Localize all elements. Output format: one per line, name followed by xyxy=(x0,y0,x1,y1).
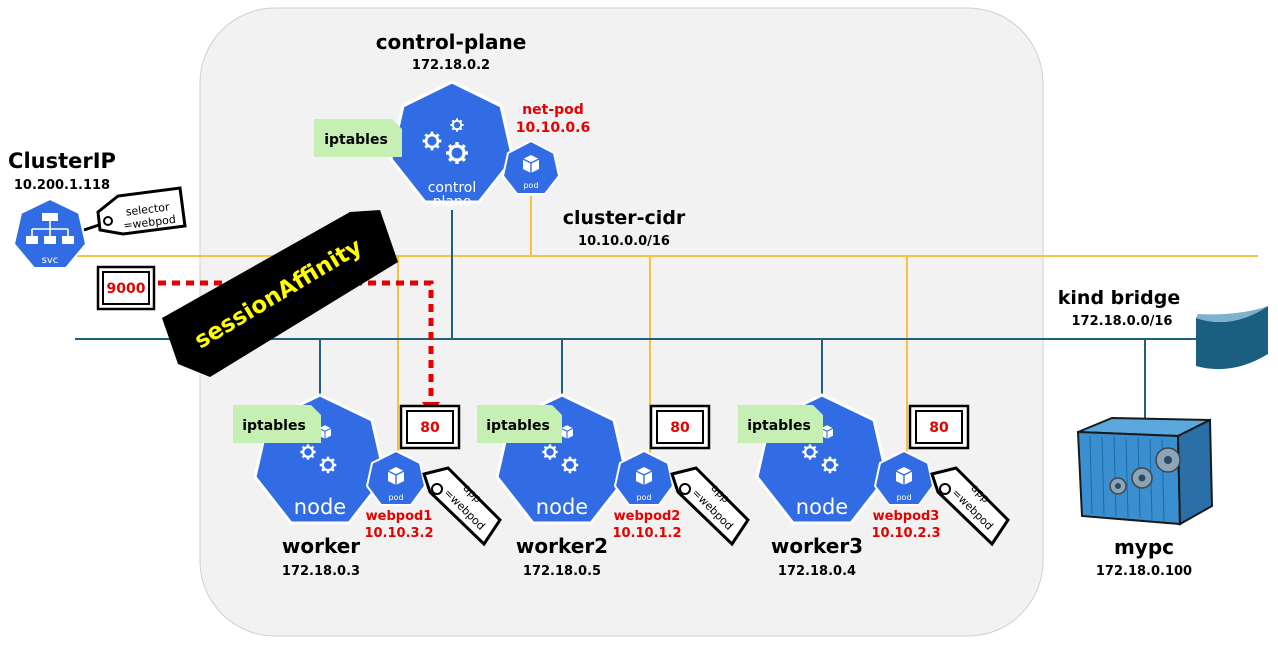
net-pod-ip: 10.10.0.6 xyxy=(516,120,590,136)
iptables-label: iptables xyxy=(242,418,306,434)
control-plane-name: control-plane xyxy=(376,30,527,54)
node-label: node xyxy=(536,495,588,519)
selector-tag: selector =webpod xyxy=(83,186,187,236)
service-port-box: 9000 xyxy=(96,265,156,311)
webpod2-ip: 10.10.1.2 xyxy=(612,526,681,541)
worker-1-iptables-badge: iptables xyxy=(233,405,321,443)
webpod1-ip: 10.10.3.2 xyxy=(364,526,433,541)
worker-3-port-box: 80 xyxy=(908,404,970,450)
pod-icon-label: pod xyxy=(636,493,651,502)
pod-port: 80 xyxy=(420,420,440,436)
iptables-label: iptables xyxy=(324,132,388,148)
cluster-cidr-value: 10.10.0.0/16 xyxy=(578,234,670,249)
webpod3-icon: pod xyxy=(873,449,935,506)
clusterip-ip: 10.200.1.118 xyxy=(14,178,110,193)
webpod3-label-tag: app =webpod xyxy=(930,466,1010,547)
worker-2-ip: 172.18.0.5 xyxy=(523,564,601,579)
mypc-ip: 172.18.0.100 xyxy=(1096,564,1192,579)
worker-2-port-box: 80 xyxy=(649,404,711,450)
net-pod-name: net-pod xyxy=(522,102,584,118)
mypc-container-icon xyxy=(1076,416,1214,526)
control-plane-icon-text-2: plane xyxy=(433,194,472,210)
worker-3-group: node iptables 80 pod app =webpod webpod3… xyxy=(738,393,1010,579)
node-label: node xyxy=(796,495,848,519)
control-plane-icon-text-1: control xyxy=(428,180,477,196)
service-icon: svc xyxy=(12,197,88,269)
control-plane-icon: control plane xyxy=(389,80,515,210)
iptables-label: iptables xyxy=(486,418,550,434)
service-port: 9000 xyxy=(107,281,146,297)
selector-line-2: =webpod xyxy=(123,213,177,232)
webpod2-icon: pod xyxy=(613,449,675,506)
worker-3-ip: 172.18.0.4 xyxy=(778,564,856,579)
webpod3-ip: 10.10.2.3 xyxy=(871,526,940,541)
webpod3-name: webpod3 xyxy=(873,509,940,524)
pod-icon-label: pod xyxy=(523,181,538,190)
mypc-name: mypc xyxy=(1114,535,1174,559)
pod-port: 80 xyxy=(929,420,949,436)
clusterip-title: ClusterIP xyxy=(8,149,116,173)
worker-1-group: node iptables 80 pod app =webpod webpod1… xyxy=(233,393,502,579)
iptables-label: iptables xyxy=(747,418,811,434)
control-plane-iptables-badge: iptables xyxy=(314,119,402,157)
cluster-cidr-name: cluster-cidr xyxy=(563,207,686,229)
worker-3-name: worker3 xyxy=(771,534,863,558)
net-pod-icon: pod xyxy=(501,139,561,195)
worker-2-iptables-badge: iptables xyxy=(477,405,562,443)
control-plane-ip: 172.18.0.2 xyxy=(412,58,490,73)
service-icon-label: svc xyxy=(42,255,59,266)
kind-bridge-cidr: 172.18.0.0/16 xyxy=(1072,314,1173,329)
pod-icon-label: pod xyxy=(388,493,403,502)
worker-2-name: worker2 xyxy=(516,534,608,558)
worker-1-port-box: 80 xyxy=(399,404,461,450)
pod-icon-label: pod xyxy=(896,493,911,502)
selector-line-1: selector xyxy=(125,200,171,218)
webpod1-icon: pod xyxy=(365,449,427,506)
webpod1-name: webpod1 xyxy=(366,509,433,524)
worker-1-ip: 172.18.0.3 xyxy=(282,564,360,579)
worker-1-name: worker xyxy=(282,534,360,558)
webpod2-name: webpod2 xyxy=(614,509,681,524)
node-label: node xyxy=(294,495,346,519)
bridge-icon xyxy=(1196,306,1268,370)
pod-port: 80 xyxy=(670,420,690,436)
worker-3-iptables-badge: iptables xyxy=(738,405,823,443)
worker-2-group: node iptables 80 pod app =webpod webpod2… xyxy=(477,393,750,579)
kind-bridge-name: kind bridge xyxy=(1058,287,1180,309)
